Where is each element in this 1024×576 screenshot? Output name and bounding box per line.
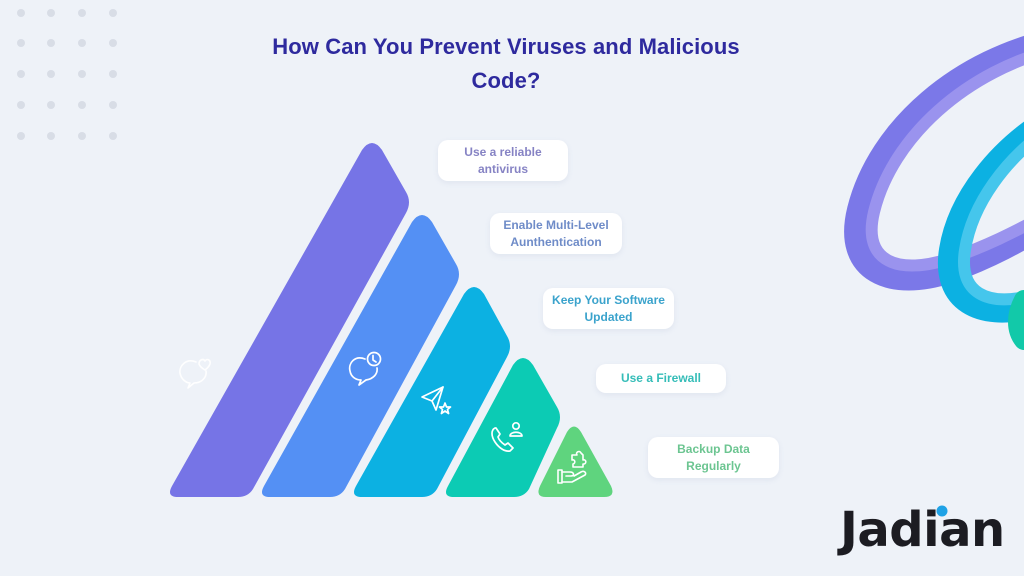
chat-heart-icon [179, 358, 211, 389]
step-3-label-line-1: Keep Your Software [552, 292, 665, 307]
chat-clock-icon [348, 351, 382, 386]
title-line-2: Code? [471, 68, 541, 93]
step-4-label-card: Use a Firewall [596, 364, 726, 393]
step-2-label-card: Enable Multi-Level Aunthentication [490, 213, 622, 254]
step-1-label-line-2: antivirus [477, 161, 528, 176]
step-3-label-card: Keep Your Software Updated [543, 288, 674, 329]
pyramid-diagram [170, 143, 613, 497]
hand-puzzle-icon [557, 450, 587, 484]
page-title: How Can You Prevent Viruses and Maliciou… [0, 30, 1010, 98]
jadian-logo: Jadian [840, 502, 1005, 558]
step-4-shape [446, 358, 560, 497]
step-2-label-line-2: Aunthentication [510, 234, 602, 249]
phone-user-icon [491, 421, 523, 452]
step-5-label-line-2: Regularly [686, 458, 741, 473]
step-2-shape [262, 215, 459, 497]
step-5-label-card: Backup Data Regularly [648, 437, 779, 478]
step-3-label-line-2: Updated [584, 309, 633, 324]
step-1-shape [170, 143, 409, 497]
title-line-1: How Can You Prevent Viruses and Maliciou… [272, 34, 740, 59]
step-1-label-card: Use a reliable antivirus [438, 140, 568, 181]
step-4-label-line-1: Use a Firewall [620, 371, 702, 385]
step-2-label-line-1: Enable Multi-Level [503, 217, 609, 232]
dot-grid-decoration [17, 9, 117, 140]
step-1-label-line-1: Use a reliable [464, 144, 542, 159]
send-star-icon [421, 386, 452, 415]
swirl-decoration [844, 35, 1024, 350]
logo-dot [936, 505, 948, 517]
step-5-label-line-1: Backup Data [677, 441, 750, 456]
